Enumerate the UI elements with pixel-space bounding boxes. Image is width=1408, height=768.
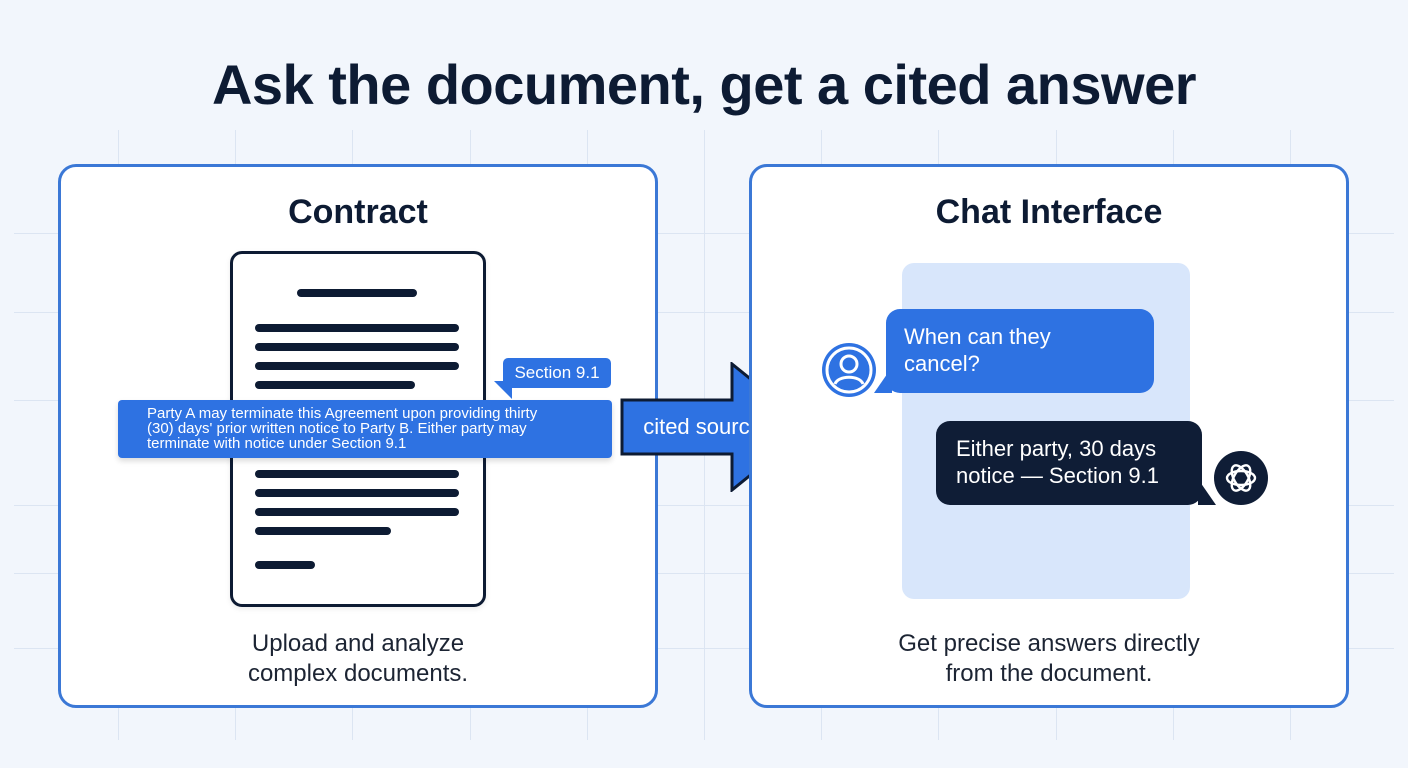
- clause-line: Party A may terminate this Agreement upo…: [147, 405, 538, 422]
- message-line: cancel?: [904, 351, 980, 376]
- page-title: Ask the document, get a cited answer: [211, 53, 1197, 116]
- clause-line: (30) days' prior written notice to Party…: [147, 420, 527, 437]
- contract-panel-title: Contract: [288, 193, 428, 231]
- chat-caption: Get precise answers directly from the do…: [752, 629, 1346, 689]
- grid-line: [14, 505, 1394, 506]
- doc-text-line: [255, 362, 459, 370]
- caption-line: Get precise answers directly: [898, 630, 1200, 657]
- ai-assistant-icon: [1214, 451, 1268, 505]
- chat-panel: Chat Interface When can they cancel? Eit…: [749, 164, 1349, 708]
- caption-line: from the document.: [945, 660, 1153, 687]
- doc-heading-line: [297, 289, 417, 297]
- arrow-label: cited source: [643, 414, 762, 439]
- highlighted-clause[interactable]: Party A may terminate this Agreement upo…: [118, 400, 612, 458]
- assistant-message-bubble[interactable]: Either party, 30 days notice — Section 9…: [936, 421, 1202, 505]
- doc-text-line: [255, 324, 459, 332]
- clause-line: terminate with notice under Section 9.1: [147, 435, 407, 452]
- grid-line: [14, 573, 1394, 574]
- user-message-bubble[interactable]: When can they cancel?: [886, 309, 1154, 393]
- doc-text-line: [255, 561, 315, 569]
- message-line: Either party, 30 days: [956, 436, 1157, 461]
- doc-text-line: [255, 489, 459, 497]
- bot-bubble-tail: [1198, 479, 1216, 505]
- user-avatar-icon: [822, 343, 876, 397]
- citation-tag[interactable]: Section 9.1: [503, 358, 611, 388]
- grid-line: [14, 233, 1394, 234]
- contract-panel: Contract Section 9.1 Party A may termina…: [58, 164, 658, 708]
- caption-line: Upload and analyze: [251, 630, 465, 657]
- message-line: notice — Section 9.1: [956, 463, 1160, 488]
- doc-text-line: [255, 527, 391, 535]
- grid-line: [14, 648, 1394, 649]
- doc-text-line: [255, 381, 415, 389]
- caption-line: complex documents.: [247, 660, 469, 687]
- doc-text-line: [255, 343, 459, 351]
- message-line: When can they: [904, 324, 1051, 349]
- doc-text-line: [255, 470, 459, 478]
- grid-line: [14, 312, 1394, 313]
- doc-text-line: [255, 508, 459, 516]
- chat-panel-title: Chat Interface: [935, 193, 1163, 231]
- contract-caption: Upload and analyze complex documents.: [61, 629, 655, 689]
